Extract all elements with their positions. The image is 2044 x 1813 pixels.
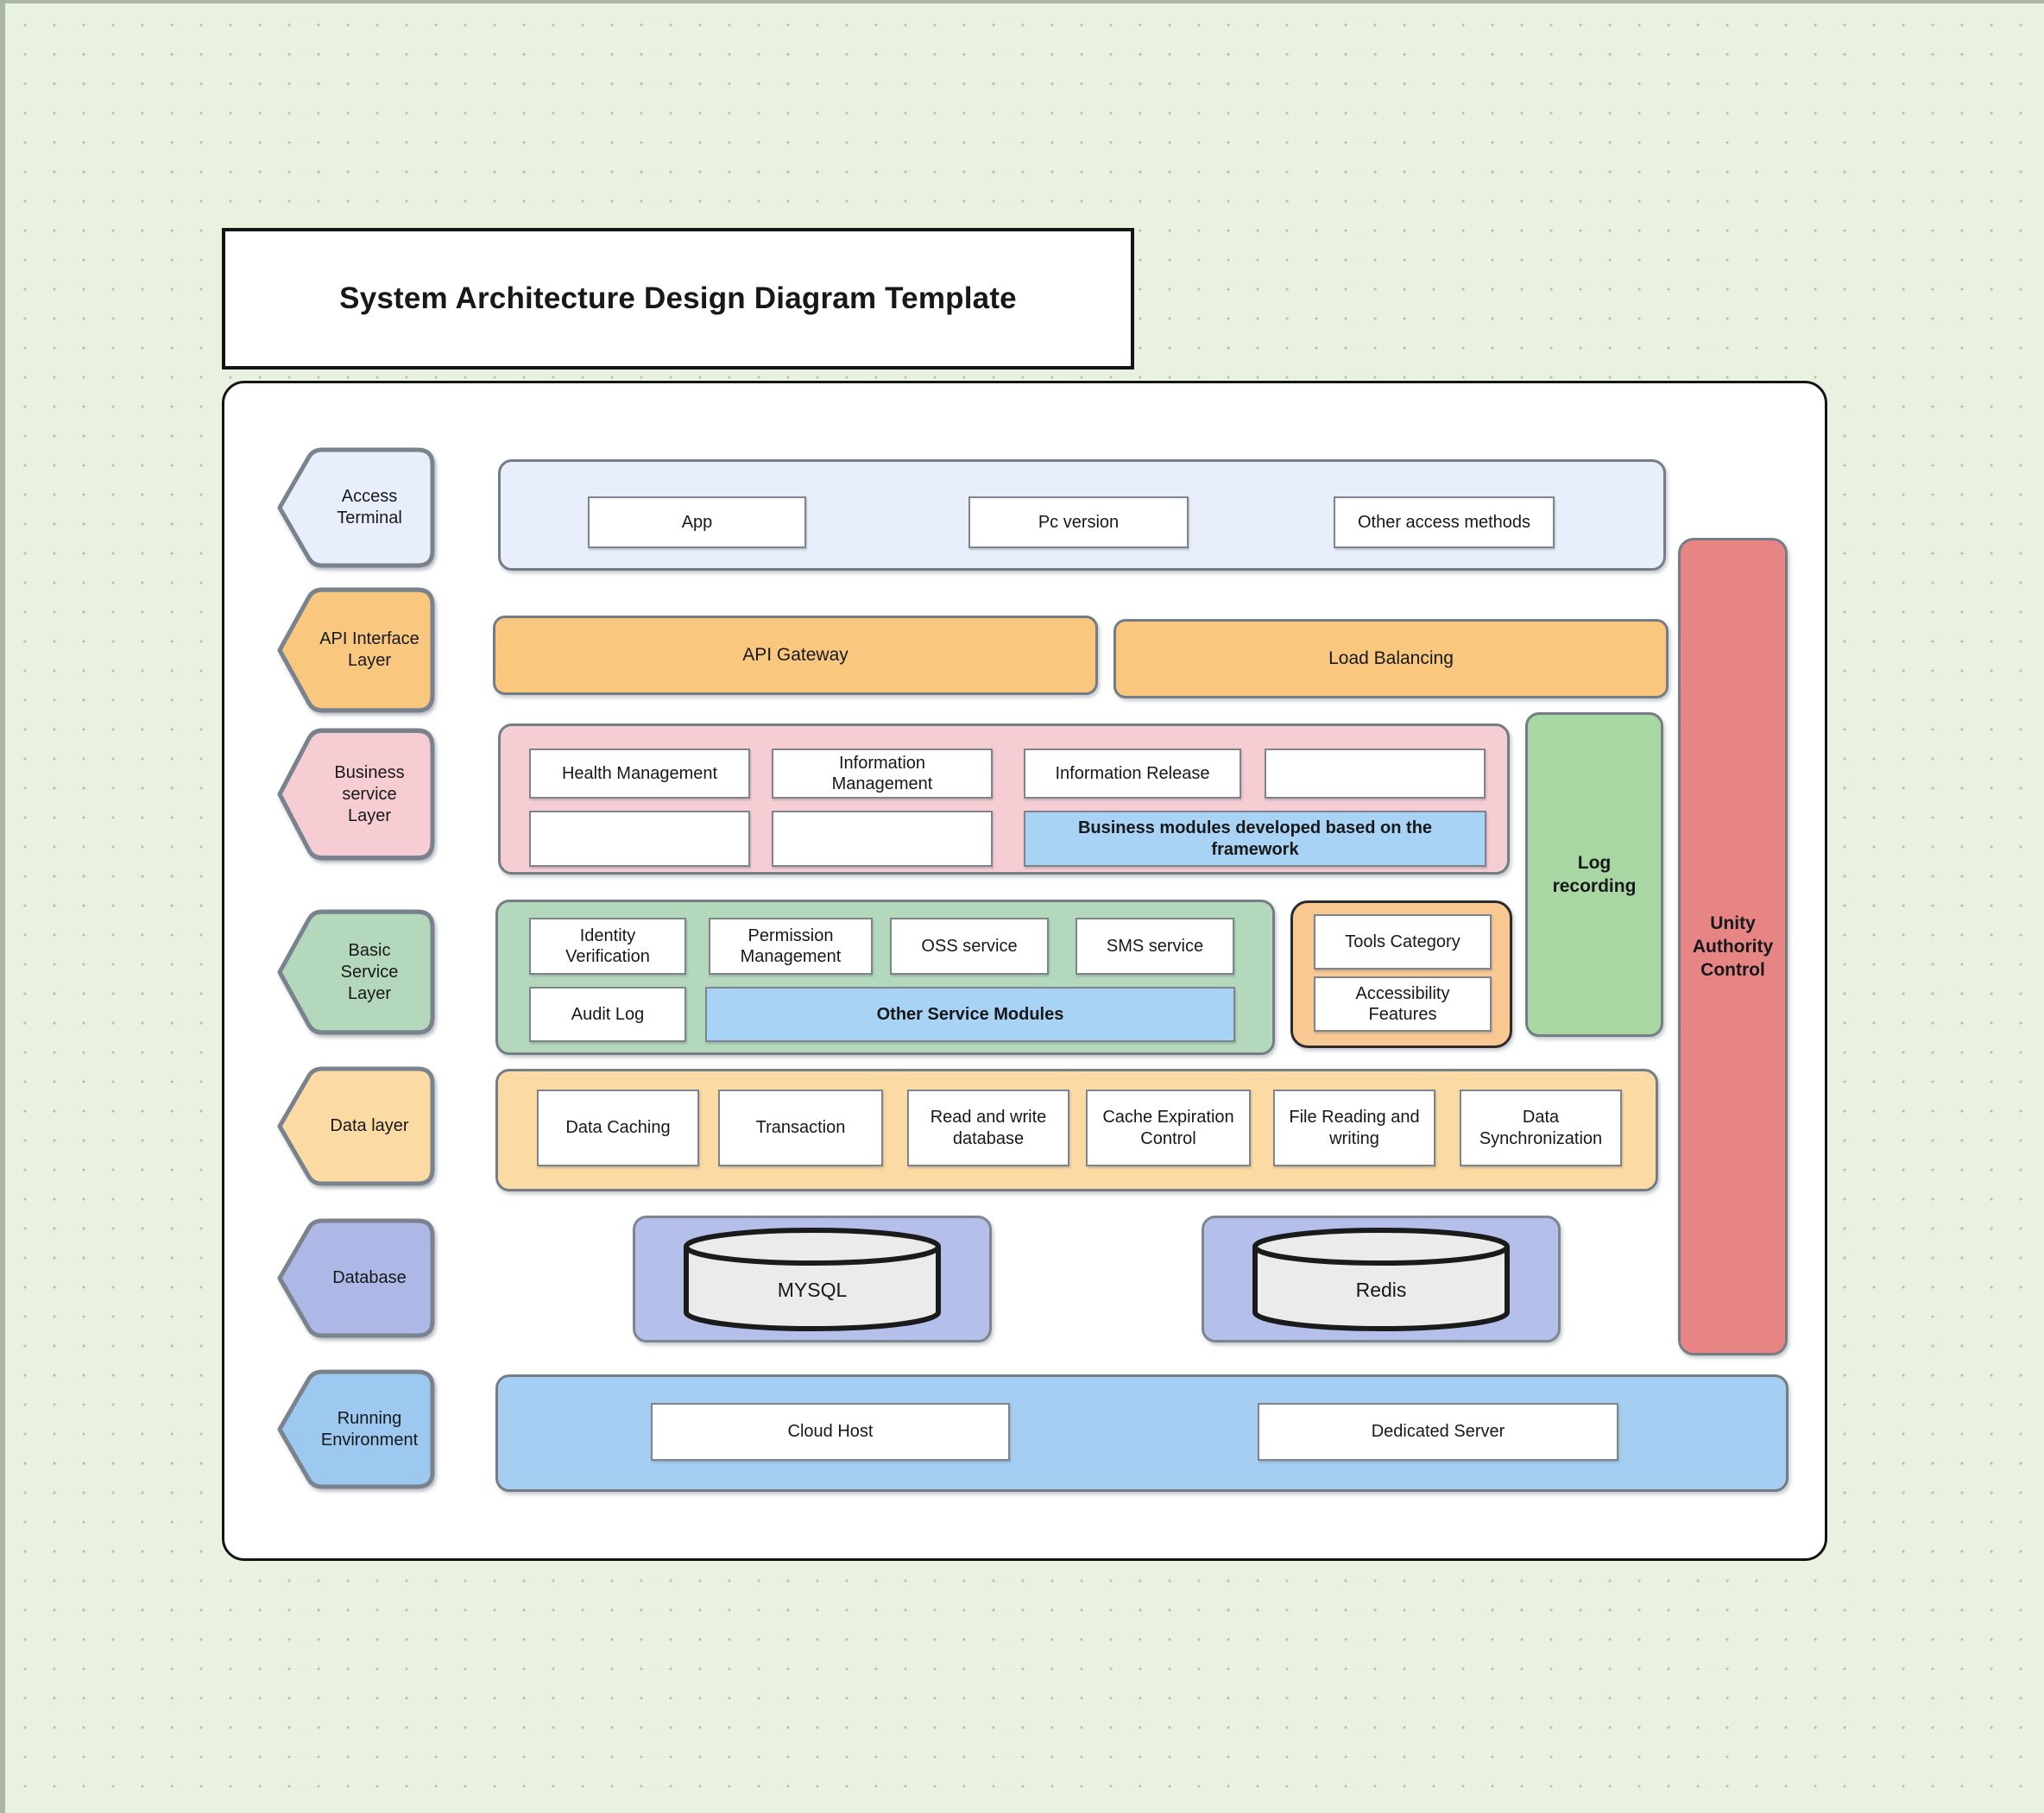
node-label: Transaction [755, 1118, 846, 1138]
node-label: Tools Category [1345, 932, 1460, 951]
node-label: Unity Authority Control [1692, 913, 1774, 981]
layer-tag-api-interface[interactable]: API Interface Layer [276, 587, 437, 713]
node-data-caching[interactable]: Data Caching [537, 1090, 699, 1166]
node-label: Permission Management [740, 925, 842, 966]
node-empty[interactable] [529, 811, 750, 867]
node-label: Other Service Modules [876, 1004, 1064, 1024]
layer-tag-label: Database [332, 1268, 407, 1287]
layer-tag-data-layer[interactable]: Data layer [276, 1066, 437, 1186]
node-read-write-database[interactable]: Read and write database [907, 1090, 1069, 1166]
node-information-release[interactable]: Information Release [1024, 749, 1241, 799]
tools-group[interactable]: Tools Category Accessibility Features [1290, 900, 1512, 1048]
node-information-management[interactable]: Information Management [772, 749, 993, 799]
layer-tag-label: Running Environment [320, 1408, 419, 1450]
data-layer-group[interactable]: Data Caching Transaction Read and write … [495, 1069, 1658, 1191]
node-label: Data Caching [565, 1118, 671, 1138]
layer-tag-label: Access Terminal [337, 487, 402, 527]
basic-service-group[interactable]: Identity Verification Permission Managem… [495, 900, 1275, 1055]
layer-tag-access-terminal[interactable]: Access Terminal [276, 447, 437, 568]
node-label: File Reading and writing [1289, 1108, 1420, 1148]
access-terminal-group[interactable]: App Pc version Other access methods [498, 459, 1666, 571]
node-mysql[interactable]: MYSQL [633, 1216, 992, 1342]
node-label: Cache Expiration Control [1102, 1108, 1234, 1148]
node-label: Data Synchronization [1479, 1108, 1603, 1148]
node-label: Business modules developed based on the … [1077, 818, 1433, 859]
node-label: OSS service [921, 936, 1018, 956]
diagram-frame[interactable]: Access Terminal API Interface Layer Busi… [222, 381, 1827, 1561]
canvas-top-edge [0, 0, 2044, 3]
node-label: Cloud Host [787, 1422, 874, 1442]
layer-tag-business-service[interactable]: Business service Layer [276, 728, 437, 861]
node-label: Health Management [561, 763, 718, 783]
node-identity-verification[interactable]: Identity Verification [529, 918, 686, 975]
node-cloud-host[interactable]: Cloud Host [651, 1403, 1010, 1461]
node-business-modules-highlight[interactable]: Business modules developed based on the … [1024, 811, 1486, 867]
node-label: SMS service [1106, 936, 1204, 956]
layer-tag-label: Basic Service Layer [340, 940, 399, 1003]
node-label: App [681, 512, 713, 532]
node-accessibility-features[interactable]: Accessibility Features [1314, 976, 1492, 1032]
layer-tag-label: Data layer [330, 1116, 409, 1135]
node-label: Accessibility Features [1355, 983, 1450, 1024]
node-file-reading-writing[interactable]: File Reading and writing [1273, 1090, 1435, 1166]
node-dedicated-server[interactable]: Dedicated Server [1258, 1403, 1618, 1461]
node-pc-version[interactable]: Pc version [968, 496, 1189, 548]
node-transaction[interactable]: Transaction [718, 1090, 883, 1166]
layer-tag-database[interactable]: Database [276, 1218, 437, 1338]
node-audit-log[interactable]: Audit Log [529, 987, 686, 1042]
node-label: Other access methods [1357, 512, 1531, 532]
node-empty[interactable] [772, 811, 993, 867]
node-label: Read and write database [930, 1108, 1047, 1148]
node-label: Dedicated Server [1371, 1422, 1505, 1442]
diagram-title-box[interactable]: System Architecture Design Diagram Templ… [222, 228, 1134, 370]
node-label: Audit Log [571, 1004, 645, 1024]
node-label: Information Management [831, 753, 933, 793]
node-load-balancing[interactable]: Load Balancing [1113, 619, 1669, 698]
node-cache-expiration-control[interactable]: Cache Expiration Control [1086, 1090, 1251, 1166]
layer-tag-label: API Interface Layer [319, 629, 420, 670]
node-other-access-methods[interactable]: Other access methods [1334, 496, 1555, 548]
node-label: Identity Verification [565, 925, 650, 966]
node-other-service-modules-highlight[interactable]: Other Service Modules [705, 987, 1235, 1042]
node-label: Redis [1355, 1279, 1407, 1301]
node-redis[interactable]: Redis [1202, 1216, 1561, 1342]
node-sms-service[interactable]: SMS service [1076, 918, 1234, 975]
node-permission-management[interactable]: Permission Management [709, 918, 873, 975]
diagram-title: System Architecture Design Diagram Templ… [339, 281, 1017, 315]
node-data-synchronization[interactable]: Data Synchronization [1460, 1090, 1622, 1166]
node-label: API Gateway [742, 645, 849, 665]
node-health-management[interactable]: Health Management [529, 749, 750, 799]
node-empty[interactable] [1265, 749, 1486, 799]
layer-tag-running-environment[interactable]: Running Environment [276, 1369, 437, 1489]
node-app[interactable]: App [588, 496, 806, 548]
running-environment-group[interactable]: Cloud Host Dedicated Server [495, 1374, 1788, 1492]
node-log-recording[interactable]: Log recording [1525, 712, 1663, 1037]
node-label: Load Balancing [1328, 648, 1454, 668]
database-cylinder-icon [1252, 1227, 1510, 1331]
node-tools-category[interactable]: Tools Category [1314, 914, 1492, 970]
layer-tag-basic-service[interactable]: Basic Service Layer [276, 909, 437, 1035]
node-unity-authority-control[interactable]: Unity Authority Control [1678, 538, 1788, 1355]
node-api-gateway[interactable]: API Gateway [493, 616, 1098, 695]
layer-tag-label: Business service Layer [334, 762, 405, 825]
database-cylinder-icon [684, 1227, 941, 1331]
node-label: Pc version [1038, 512, 1120, 532]
node-label: Information Release [1055, 763, 1210, 783]
canvas-left-edge [0, 0, 5, 1813]
node-label: MYSQL [777, 1279, 848, 1301]
node-oss-service[interactable]: OSS service [890, 918, 1049, 975]
node-label: Log recording [1552, 852, 1637, 896]
business-service-group[interactable]: Health Management Information Management… [498, 723, 1510, 875]
